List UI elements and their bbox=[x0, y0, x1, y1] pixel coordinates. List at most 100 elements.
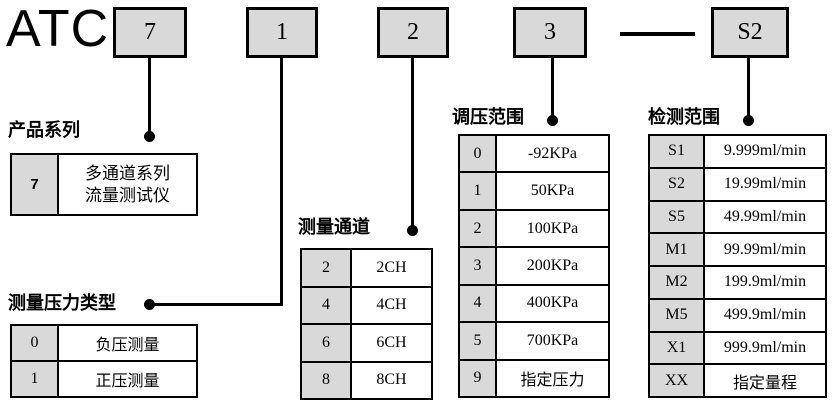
connector-dot-series bbox=[144, 131, 155, 142]
code-value-cell: 999.9ml/min bbox=[723, 338, 807, 356]
table-row: 5 700KPa bbox=[460, 321, 608, 359]
code-value-cell: 多通道系列 流量测试仪 bbox=[59, 155, 196, 214]
table-row: 6 6CH bbox=[302, 323, 431, 361]
code-value-cell: 9.999ml/min bbox=[723, 142, 807, 160]
table-row: 2 100KPa bbox=[460, 208, 608, 247]
code-value-cell: 100KPa bbox=[526, 219, 579, 237]
connector-line-series bbox=[148, 58, 151, 134]
code-value-cell: 199.9ml/min bbox=[723, 273, 807, 291]
table-row: 9 指定压力 bbox=[460, 358, 608, 396]
code-digit: S2 bbox=[737, 19, 763, 45]
code-value-cell: 8CH bbox=[376, 371, 407, 389]
code-key-cell: 8 bbox=[302, 362, 352, 398]
table-pressure-range: 0 -92KPa 1 50KPa 2 100KPa 3 200KPa 4 400… bbox=[458, 134, 610, 398]
code-value-cell: 4CH bbox=[376, 296, 407, 314]
code-key-cell: 5 bbox=[460, 323, 497, 359]
connector-line-detection-range bbox=[747, 58, 750, 120]
code-value-cell: 499.9ml/min bbox=[723, 306, 807, 324]
code-box-detection-range: S2 bbox=[711, 7, 789, 58]
code-key-cell: 3 bbox=[460, 248, 497, 284]
code-key-cell: 1 bbox=[12, 362, 59, 396]
code-box-pressure-range: 3 bbox=[513, 7, 587, 58]
section-title-pressure-type: 测量压力类型 bbox=[8, 293, 116, 313]
table-row: X1 999.9ml/min bbox=[650, 330, 825, 364]
code-value-cell: 200KPa bbox=[526, 256, 579, 274]
table-row: M5 499.9ml/min bbox=[650, 297, 825, 331]
code-key-cell: S1 bbox=[650, 136, 705, 167]
code-box-channels: 2 bbox=[377, 7, 449, 58]
table-row: 0 负压测量 bbox=[12, 326, 196, 360]
table-detection-range: S1 9.999ml/min S2 19.99ml/min S5 49.99ml… bbox=[648, 134, 827, 398]
code-value-cell: 700KPa bbox=[526, 331, 579, 349]
table-row: XX 指定量程 bbox=[650, 363, 825, 396]
code-key-cell: 1 bbox=[460, 173, 497, 209]
table-row: M2 199.9ml/min bbox=[650, 265, 825, 298]
table-row: 7 多通道系列 流量测试仪 bbox=[12, 155, 196, 214]
code-key-cell: S5 bbox=[650, 201, 705, 233]
connector-line-pressure-range bbox=[551, 58, 554, 120]
code-value-cell: 正压测量 bbox=[95, 373, 160, 390]
table-channels: 2 2CH 4 4CH 6 6CH 8 8CH bbox=[300, 248, 433, 400]
table-row: S2 19.99ml/min bbox=[650, 166, 825, 200]
code-digit: 1 bbox=[276, 19, 288, 45]
code-key-cell: XX bbox=[650, 365, 705, 396]
code-value-cell: 19.99ml/min bbox=[723, 175, 807, 193]
code-value-cell: 2CH bbox=[376, 258, 407, 276]
code-key-cell: M5 bbox=[650, 299, 705, 331]
value-line: 多通道系列 bbox=[85, 163, 170, 183]
code-key-cell: 9 bbox=[460, 360, 497, 396]
table-row: 4 400KPa bbox=[460, 283, 608, 322]
code-key-cell: M2 bbox=[650, 267, 705, 298]
code-value-cell: -92KPa bbox=[528, 144, 577, 162]
code-key-cell: X1 bbox=[650, 332, 705, 364]
table-row: 4 4CH bbox=[302, 285, 431, 323]
connector-line-pressure-type-h bbox=[150, 303, 283, 306]
code-value-cell: 400KPa bbox=[526, 294, 579, 312]
code-key-cell: 2 bbox=[460, 210, 497, 247]
table-product-series: 7 多通道系列 流量测试仪 bbox=[10, 153, 198, 216]
connector-dot-pressure-type bbox=[144, 299, 155, 310]
code-key-cell: 6 bbox=[302, 325, 352, 361]
table-row: 2 2CH bbox=[302, 250, 431, 286]
value-line: 流量测试仪 bbox=[85, 185, 170, 205]
table-row: 1 50KPa bbox=[460, 171, 608, 209]
section-title-detection-range: 检测范围 bbox=[648, 107, 720, 127]
table-row: 3 200KPa bbox=[460, 246, 608, 284]
section-title-pressure-range: 调压范围 bbox=[452, 107, 524, 127]
code-value-cell: 50KPa bbox=[530, 182, 575, 200]
connector-line-channels bbox=[411, 58, 414, 230]
connector-dot-detection-range bbox=[743, 115, 754, 126]
table-row: S1 9.999ml/min bbox=[650, 136, 825, 167]
code-digit: 2 bbox=[407, 19, 419, 45]
code-value-cell: 负压测量 bbox=[95, 337, 160, 354]
code-digit: 3 bbox=[544, 19, 556, 45]
connector-dot-pressure-range bbox=[547, 115, 558, 126]
code-value-cell: 指定量程 bbox=[732, 374, 797, 392]
table-row: 1 正压测量 bbox=[12, 360, 196, 396]
section-title-channels: 测量通道 bbox=[298, 217, 370, 237]
code-digit: 7 bbox=[144, 19, 156, 45]
code-separator-dash bbox=[620, 32, 695, 36]
connector-line-pressure-type-v bbox=[280, 58, 283, 306]
code-value-cell: 99.99ml/min bbox=[723, 240, 807, 258]
code-box-pressure-type: 1 bbox=[246, 7, 318, 58]
table-row: 8 8CH bbox=[302, 360, 431, 398]
code-key-cell: 4 bbox=[460, 285, 497, 322]
model-prefix-label: ATC bbox=[6, 0, 110, 58]
code-key-cell: 0 bbox=[460, 136, 497, 172]
section-title-product-series: 产品系列 bbox=[8, 120, 80, 140]
code-key-cell: 0 bbox=[12, 326, 59, 360]
code-value-cell: 49.99ml/min bbox=[723, 207, 807, 225]
code-key-cell: 7 bbox=[12, 155, 59, 214]
connector-dot-channels bbox=[407, 225, 418, 236]
code-key-cell: 4 bbox=[302, 287, 352, 323]
table-row: S5 49.99ml/min bbox=[650, 199, 825, 233]
code-box-series: 7 bbox=[113, 7, 187, 58]
code-value-cell: 指定压力 bbox=[520, 372, 585, 390]
code-value-cell: 6CH bbox=[376, 333, 407, 351]
table-pressure-type: 0 负压测量 1 正压测量 bbox=[10, 324, 198, 398]
code-key-cell: 2 bbox=[302, 250, 352, 286]
code-key-cell: S2 bbox=[650, 168, 705, 200]
table-row: M1 99.99ml/min bbox=[650, 232, 825, 265]
